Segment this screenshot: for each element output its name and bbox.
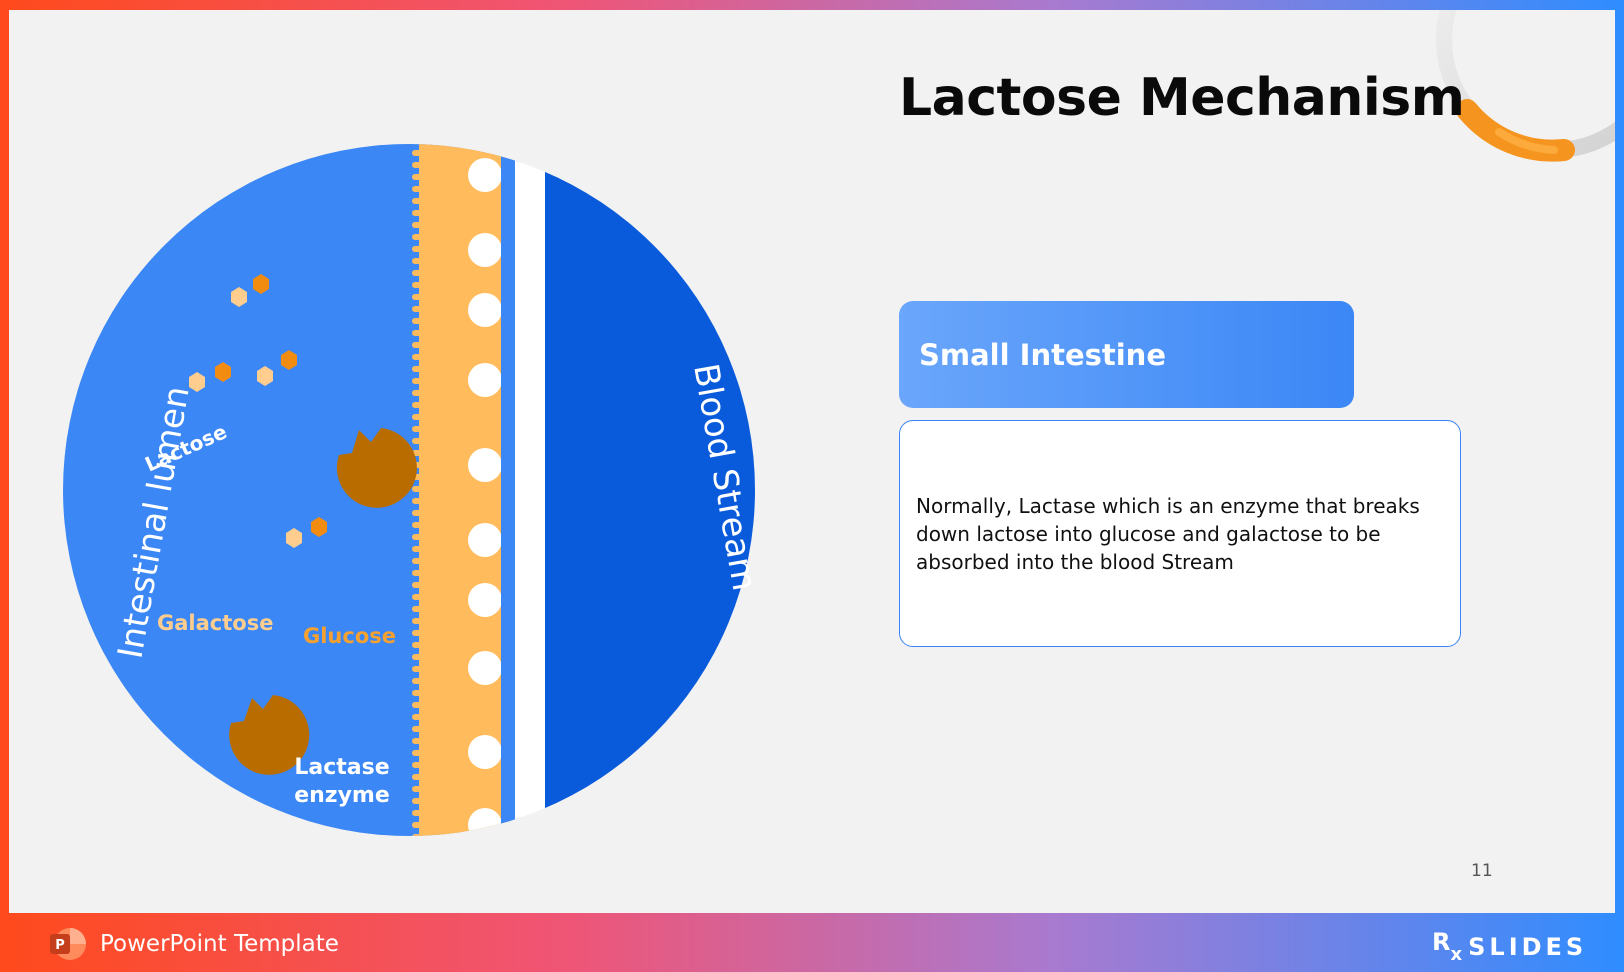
vessel-wall xyxy=(515,130,545,860)
basement-strip xyxy=(501,130,515,860)
slide-title: Lactose Mechanism xyxy=(899,68,1464,128)
galactose-label: Galactose xyxy=(157,611,273,635)
enzyme-label-line1: Lactase xyxy=(294,755,389,780)
brand-logo: Rx SLIDES xyxy=(1432,927,1587,961)
footer-app-label: P PowerPoint Template xyxy=(48,925,339,963)
powerpoint-icon: P xyxy=(48,927,86,961)
small-intestine-header-text: Small Intestine xyxy=(919,338,1166,372)
description-text: Normally, Lactase which is an enzyme tha… xyxy=(916,492,1444,576)
brand-name: SLIDES xyxy=(1468,933,1587,961)
glucose-label: Glucose xyxy=(303,624,396,648)
small-intestine-header: Small Intestine xyxy=(899,301,1354,408)
page-number: 11 xyxy=(1471,861,1493,881)
enzyme-label-line2: enzyme xyxy=(294,783,390,808)
intestine-diagram: Intestinal lumen Blood Stream Lactose Ga… xyxy=(9,10,789,913)
powerpoint-icon-letter: P xyxy=(55,938,65,953)
slide: Lactose Mechanism xyxy=(9,10,1615,913)
brand-rx-mark: Rx xyxy=(1432,928,1462,961)
footer-template-label: PowerPoint Template xyxy=(100,931,339,957)
description-box: Normally, Lactase which is an enzyme tha… xyxy=(899,420,1461,647)
